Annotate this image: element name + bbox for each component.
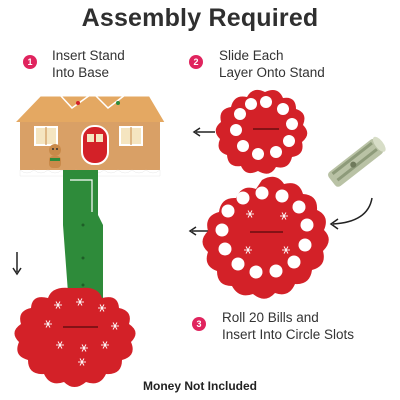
step-3-line-2: Insert Into Circle Slots [222, 327, 355, 342]
small-layer-tier [215, 89, 308, 174]
step-2-line-2: Layer Onto Stand [219, 65, 325, 80]
step-1-badge: 1 [23, 55, 37, 69]
step-2-text: Slide Each Layer Onto Stand [219, 47, 325, 81]
step-3-line-1: Roll 20 Bills and [222, 310, 319, 325]
rolled-bill-icon [328, 136, 386, 187]
left-arrow-icon-2 [188, 226, 210, 236]
large-layer-tier [202, 176, 329, 299]
page-title: Assembly Required [81, 4, 319, 32]
step-1-line-2: Into Base [52, 65, 110, 80]
step-3-badge: 3 [192, 317, 206, 331]
down-arrow-icon [12, 252, 22, 276]
footer-note: Money Not Included [143, 379, 257, 393]
step-2-line-1: Slide Each [219, 48, 284, 63]
curved-arrow-icon [329, 197, 373, 230]
step-1-text: Insert Stand Into Base [52, 47, 125, 81]
step-1-line-1: Insert Stand [52, 48, 125, 63]
gingerbread-house-topper [12, 93, 168, 177]
red-base [14, 287, 136, 387]
left-arrow-icon [192, 127, 215, 137]
step-3-text: Roll 20 Bills and Insert Into Circle Slo… [222, 309, 354, 343]
step-2-badge: 2 [189, 55, 203, 69]
